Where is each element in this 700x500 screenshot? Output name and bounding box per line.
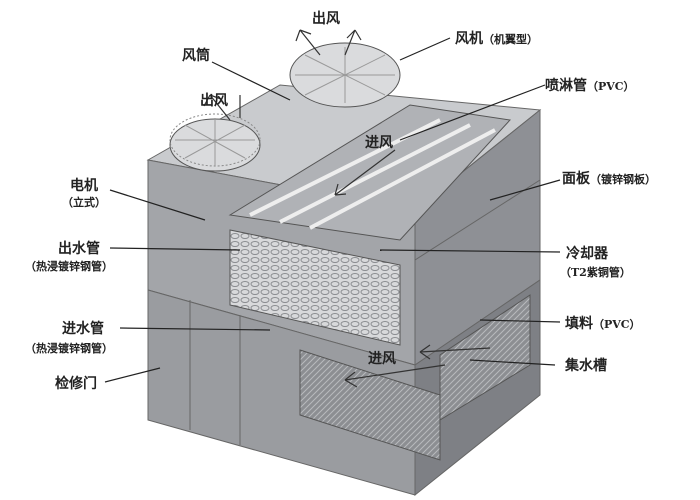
label-fill-main: 填料 bbox=[565, 316, 593, 332]
label-panel-main: 面板 bbox=[562, 171, 590, 187]
label-fan-sub: （机翼型） bbox=[483, 33, 538, 46]
fan-right bbox=[289, 42, 401, 108]
label-motor-sub: （立式） bbox=[62, 196, 106, 209]
cooler-coil bbox=[229, 229, 401, 346]
label-motor: 电机 bbox=[70, 178, 98, 194]
label-inlet-pipe: 进水管 bbox=[62, 321, 104, 337]
label-outlet-pipe-sub: （热浸镀锌钢管） bbox=[25, 260, 113, 273]
label-inlet-pipe-sub: （热浸镀锌钢管） bbox=[25, 342, 113, 355]
label-panel: 面板（镀锌钢板） bbox=[562, 168, 656, 188]
label-cooler-sub: （T2紫铜管） bbox=[560, 266, 631, 279]
label-air-out-left: 出风 bbox=[200, 93, 228, 109]
label-spray-pipe-main: 喷淋管 bbox=[545, 78, 587, 94]
label-fan: 风机（机翼型） bbox=[455, 28, 538, 48]
fan-left bbox=[169, 113, 261, 172]
label-fan-duct: 风筒 bbox=[182, 48, 210, 64]
label-spray-pipe: 喷淋管（PVC） bbox=[545, 75, 635, 95]
fill-media-side bbox=[439, 294, 531, 421]
label-cooler: 冷却器 bbox=[566, 246, 608, 262]
label-spray-pipe-sub: （PVC） bbox=[587, 80, 635, 93]
label-outlet-pipe: 出水管 bbox=[58, 241, 100, 257]
label-air-in-top: 进风 bbox=[365, 135, 393, 151]
label-air-in-bottom: 进风 bbox=[368, 351, 396, 367]
label-panel-sub: （镀锌钢板） bbox=[590, 173, 656, 186]
label-fill: 填料（PVC） bbox=[565, 313, 641, 333]
label-fan-main: 风机 bbox=[455, 31, 483, 47]
label-fill-sub: （PVC） bbox=[593, 318, 641, 331]
label-access-door: 检修门 bbox=[55, 376, 97, 392]
label-water-basin: 集水槽 bbox=[565, 358, 607, 374]
label-air-out-top: 出风 bbox=[312, 11, 340, 27]
fill-media bbox=[299, 349, 441, 461]
